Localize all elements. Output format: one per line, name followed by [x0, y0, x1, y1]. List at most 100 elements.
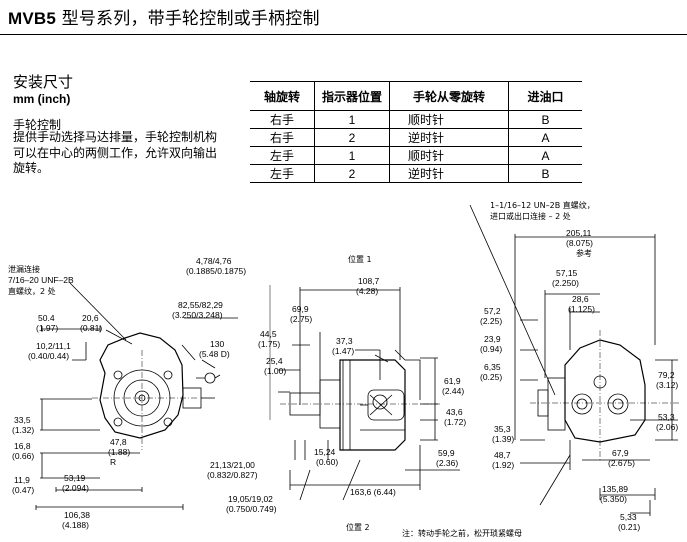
- cell: 右手: [250, 128, 315, 147]
- cell: 左手: [250, 164, 315, 183]
- drain-thread: 7/16–20 UNF–2B: [8, 275, 74, 285]
- cell: A: [508, 128, 582, 147]
- right-view: [469, 204, 680, 516]
- dim-label: 15,24: [314, 447, 336, 457]
- col-header: 手轮从零旋转: [389, 81, 509, 111]
- cell: 1: [314, 110, 390, 129]
- dim-label: (0.750/0.749): [226, 504, 277, 514]
- table-row: 左手 1 顺时针 A: [250, 146, 582, 165]
- left-view: [35, 282, 271, 510]
- dim-label: 6,35: [484, 362, 501, 372]
- section-title: 安装尺寸: [13, 73, 74, 91]
- dim-label: 参考: [576, 248, 592, 258]
- dim-label: 19,05/19,02: [228, 494, 273, 504]
- dim-label: 25,4: [266, 356, 283, 366]
- cell: 左手: [250, 146, 315, 165]
- dim-label: (1.47): [332, 346, 354, 356]
- dim-label: (2.06): [656, 422, 678, 432]
- dim-label: 47,8: [110, 437, 127, 447]
- cell: 逆时针: [389, 128, 509, 147]
- dim-label: (1.88): [108, 447, 130, 457]
- cell: 顺时针: [389, 110, 509, 129]
- dim-label: (3.250/3.248): [172, 310, 223, 320]
- dim-label: 4,78/4,76: [196, 256, 232, 266]
- dim-label: (1.00): [264, 366, 286, 376]
- dim-label: 28,6: [572, 294, 589, 304]
- table-row: 左手 2 逆时针 B: [250, 164, 582, 183]
- dim-label: 43,6: [446, 407, 463, 417]
- dim-label: (0.40/0.44): [28, 351, 69, 361]
- position-1-label: 位置 1: [348, 254, 372, 264]
- dim-label: 37,3: [336, 336, 353, 346]
- dim-label: 67,9: [612, 448, 629, 458]
- dim-label: 82,55/82,29: [178, 300, 223, 310]
- note-text: 注：转动手轮之前，松开琐紧螺母: [402, 528, 522, 538]
- dim-label: (1.75): [258, 339, 280, 349]
- drain-count: 直螺纹，2 处: [8, 286, 56, 296]
- dim-label: (1.125): [568, 304, 595, 314]
- table-header-row: 轴旋转 指示器位置 手轮从零旋转 进油口: [250, 81, 582, 111]
- dim-label: 33,5: [14, 415, 31, 425]
- dim-label: (2.250): [552, 278, 579, 288]
- section-units: mm (inch): [13, 92, 71, 106]
- left-labels: 泄漏连接 7/16–20 UNF–2B 直螺纹，2 处 50.4 (1.97) …: [8, 256, 246, 530]
- dim-label: 48,7: [494, 450, 511, 460]
- dim-label: (0.81): [80, 323, 102, 333]
- dimension-drawing: 泄漏连接 7/16–20 UNF–2B 直螺纹，2 处 50.4 (1.97) …: [8, 200, 680, 538]
- dim-label: (0.832/0.827): [207, 470, 258, 480]
- cell: 顺时针: [389, 146, 509, 165]
- dim-label: (1.32): [12, 425, 34, 435]
- dim-label: 59,9: [438, 448, 455, 458]
- dim-label: (2.75): [290, 314, 312, 324]
- dim-label: (1.72): [444, 417, 466, 427]
- cell: 1: [314, 146, 390, 165]
- dim-label: 130: [210, 339, 224, 349]
- col-header: 进油口: [508, 81, 582, 111]
- dim-label: 16,8: [14, 441, 31, 451]
- dim-label: (8.075): [566, 238, 593, 248]
- dim-label: 61,9: [444, 376, 461, 386]
- right-labels: 1–1/16–12 UN–2B 直螺纹， 进口或出口连接 – 2 处 205,1…: [402, 200, 678, 538]
- dim-label: 205,11: [566, 228, 592, 238]
- dim-label: (2.36): [436, 458, 458, 468]
- dim-label: 106,38: [64, 510, 90, 520]
- dim-label: (4.28): [356, 286, 378, 296]
- cell: 2: [314, 128, 390, 147]
- section-description: 提供手动选择马达排量，手轮控制机构可以在中心的两侧工作，允许双向输出旋转。: [13, 130, 218, 175]
- dim-label: 44,5: [260, 329, 277, 339]
- dim-label: (0.21): [618, 522, 640, 532]
- dim-label: (1.92): [492, 460, 514, 470]
- dim-label: (1.97): [36, 323, 58, 333]
- cell: A: [508, 146, 582, 165]
- section-subtitle: 手轮控制: [13, 118, 62, 132]
- dim-label: 163,6 (6.44): [350, 487, 396, 497]
- dim-label: 23,9: [484, 334, 501, 344]
- dim-label: 57,2: [484, 306, 501, 316]
- dim-label: 57,15: [556, 268, 578, 278]
- dim-label: 20,6: [82, 313, 99, 323]
- dim-label: 135,89: [602, 484, 628, 494]
- drain-label: 泄漏连接: [8, 264, 40, 274]
- dim-label: 50.4: [38, 313, 55, 323]
- dim-label: 79,2: [658, 370, 675, 380]
- cell: 右手: [250, 110, 315, 129]
- middle-view: [278, 287, 460, 501]
- dim-label: (4.188): [62, 520, 89, 530]
- dim-label: 69,9: [292, 304, 309, 314]
- position-2-label: 位置 2: [346, 522, 370, 532]
- model-name: MVB5: [8, 9, 57, 28]
- cell: B: [508, 164, 582, 183]
- dim-label: 10,2/11,1: [36, 341, 71, 351]
- dim-label: (5.350): [600, 494, 627, 504]
- dim-label: 53,3: [658, 412, 675, 422]
- middle-labels: 位置 1 位置 2 108,7 (4.28) 69,9 (2.75) 44,5 …: [207, 254, 466, 532]
- dim-label: (0.1885/0.1875): [186, 266, 246, 276]
- dim-label: (0.66): [12, 451, 34, 461]
- dim-label: 11,9: [14, 475, 30, 485]
- dim-label: 5,33: [620, 512, 637, 522]
- dim-label: (5.48 D): [199, 349, 230, 359]
- dim-label: 53,19: [64, 473, 86, 483]
- dim-label: 35,3: [494, 424, 511, 434]
- col-header: 指示器位置: [314, 81, 390, 111]
- cell: 2: [314, 164, 390, 183]
